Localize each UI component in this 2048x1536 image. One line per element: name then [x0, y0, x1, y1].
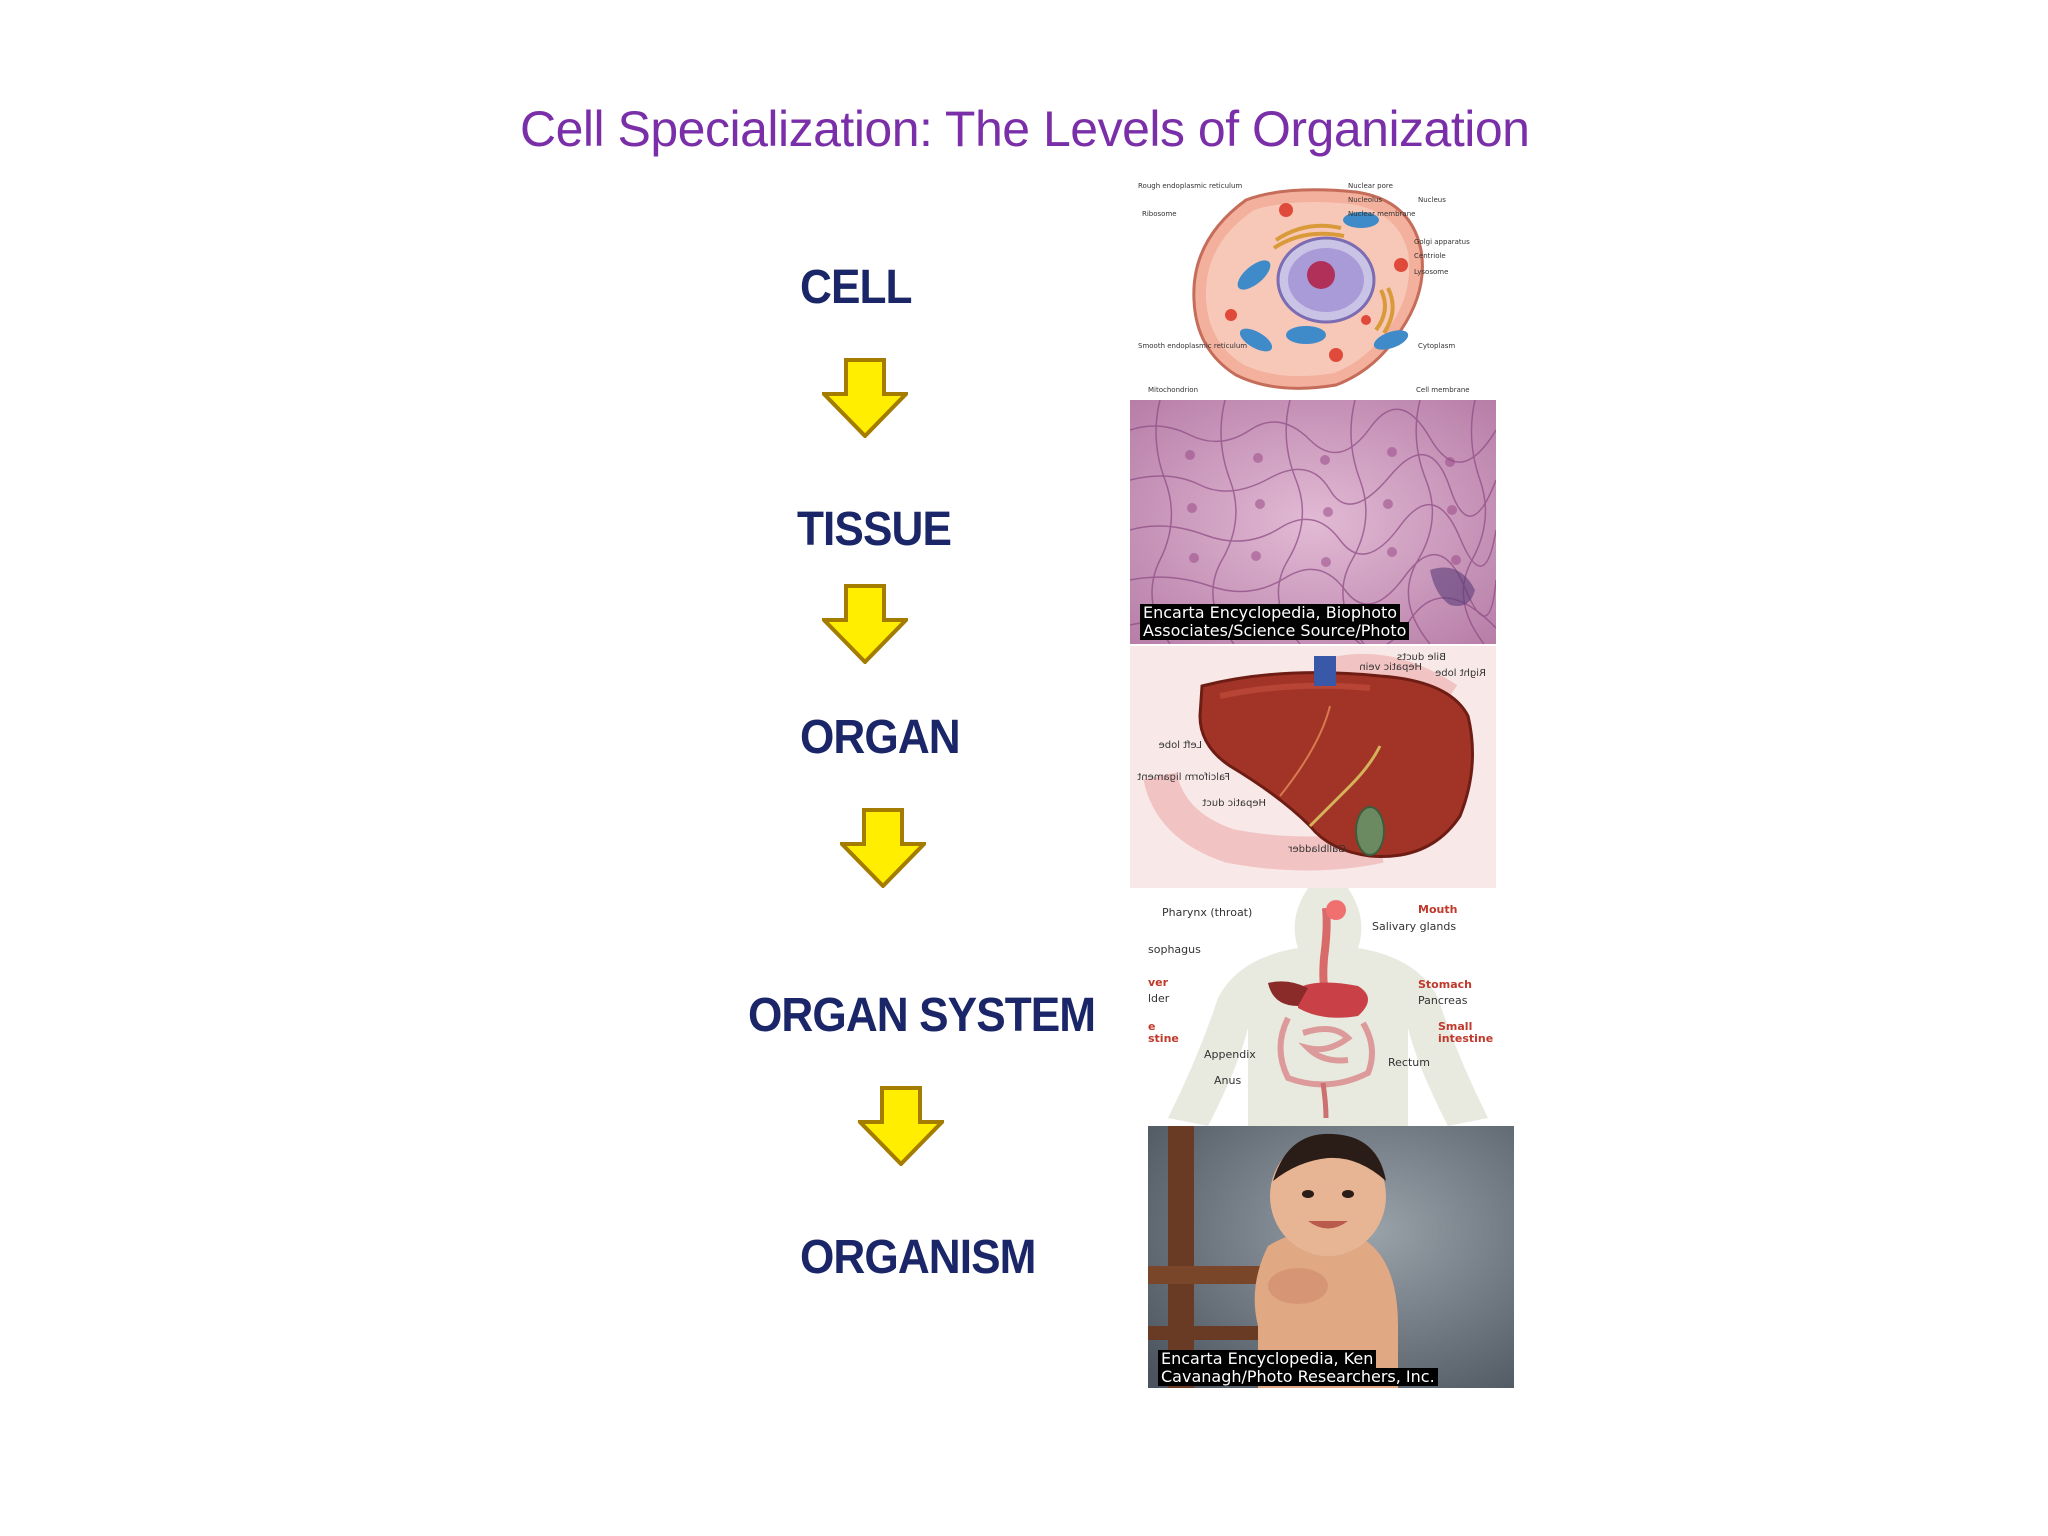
label-nuclear-membrane: Nuclear membrane [1348, 210, 1415, 218]
label-mouth: Mouth [1418, 903, 1457, 916]
baby-caption-line1: Encarta Encyclopedia, Ken [1158, 1350, 1377, 1368]
label-bile-ducts: Bile ducts [1397, 652, 1446, 663]
label-cell-membrane: Cell membrane [1416, 386, 1470, 394]
tissue-caption-line2: Associates/Science Source/Photo [1140, 622, 1410, 640]
label-anus: Anus [1214, 1074, 1241, 1087]
label-esophagus: sophagus [1148, 943, 1201, 956]
label-right-lobe: Right lobe [1435, 668, 1486, 679]
digestive-diagram: Pharynx (throat) Mouth Salivary glands s… [1148, 888, 1510, 1126]
label-rectum: Rectum [1388, 1056, 1430, 1069]
liver-diagram: Hepatic vein Bile ducts Right lobe Left … [1130, 646, 1496, 888]
label-lysosome: Lysosome [1414, 268, 1448, 276]
level-organ: ORGAN [800, 711, 961, 764]
level-cell: CELL [800, 261, 913, 314]
tissue-caption-line1: Encarta Encyclopedia, Biophoto [1140, 604, 1401, 622]
label-nucleolus: Nucleolus [1348, 196, 1382, 204]
baby-caption: Encarta Encyclopedia, Ken Cavanagh/Photo… [1158, 1350, 1438, 1386]
label-rough-er: Rough endoplasmic reticulum [1138, 182, 1242, 190]
baby-photo: Encarta Encyclopedia, Ken Cavanagh/Photo… [1148, 1126, 1514, 1388]
label-hepatic-duct: Hepatic duct [1202, 798, 1266, 809]
label-left-lobe: Left lobe [1159, 740, 1202, 751]
label-ribosome: Ribosome [1142, 210, 1177, 218]
baby-caption-line2: Cavanagh/Photo Researchers, Inc. [1158, 1368, 1438, 1386]
cell-diagram: Rough endoplasmic reticulum Ribosome Nuc… [1136, 180, 1476, 398]
label-mitochondrion: Mitochondrion [1148, 386, 1198, 394]
tissue-photo: Encarta Encyclopedia, Biophoto Associate… [1130, 400, 1496, 644]
label-nuclear-pore: Nuclear pore [1348, 182, 1393, 190]
liver-labels: Hepatic vein Bile ducts Right lobe Left … [1137, 652, 1486, 855]
label-nucleus: Nucleus [1418, 196, 1446, 204]
baby-illustration [1148, 1126, 1514, 1388]
level-tissue: TISSUE [797, 503, 952, 556]
label-golgi: Golgi apparatus [1414, 238, 1470, 246]
label-cytoplasm: Cytoplasm [1418, 342, 1455, 350]
label-liver: ver [1148, 976, 1169, 989]
label-small-intestine-2: intestine [1438, 1032, 1493, 1045]
label-gallbladder: Gallbladder [1287, 844, 1346, 855]
cell-labels: Rough endoplasmic reticulum Ribosome Nuc… [1138, 182, 1470, 394]
label-salivary: Salivary glands [1372, 920, 1456, 933]
label-large-intestine-1: e [1148, 1020, 1155, 1033]
label-appendix: Appendix [1204, 1048, 1256, 1061]
label-pancreas: Pancreas [1418, 994, 1468, 1007]
liver-illustration [1130, 646, 1496, 888]
page-title: Cell Specialization: The Levels of Organ… [520, 101, 1530, 157]
tissue-caption: Encarta Encyclopedia, Biophoto Associate… [1140, 604, 1410, 640]
down-arrow-icon [840, 808, 926, 888]
label-small-intestine-1: Small [1438, 1020, 1472, 1033]
down-arrow-icon [858, 1086, 944, 1166]
label-pharynx: Pharynx (throat) [1162, 906, 1252, 919]
cell-illustration [1192, 188, 1424, 390]
level-organ-system: ORGAN SYSTEM [748, 989, 1096, 1042]
label-centriole: Centriole [1414, 252, 1446, 260]
label-gallbladder: lder [1148, 992, 1170, 1005]
down-arrow-icon [822, 584, 908, 664]
label-smooth-er: Smooth endoplasmic reticulum [1138, 342, 1247, 350]
label-stomach: Stomach [1418, 978, 1472, 991]
tissue-cells-illustration [1130, 400, 1496, 644]
label-falciform-ligament: Falciform ligament [1137, 772, 1230, 783]
digestive-labels: Pharynx (throat) Mouth Salivary glands s… [1148, 903, 1493, 1087]
label-hepatic-vein: Hepatic vein [1359, 662, 1422, 673]
down-arrow-icon [822, 358, 908, 438]
label-large-intestine-2: stine [1148, 1032, 1179, 1045]
level-organism: ORGANISM [800, 1231, 1036, 1284]
digestive-illustration [1168, 888, 1488, 1126]
